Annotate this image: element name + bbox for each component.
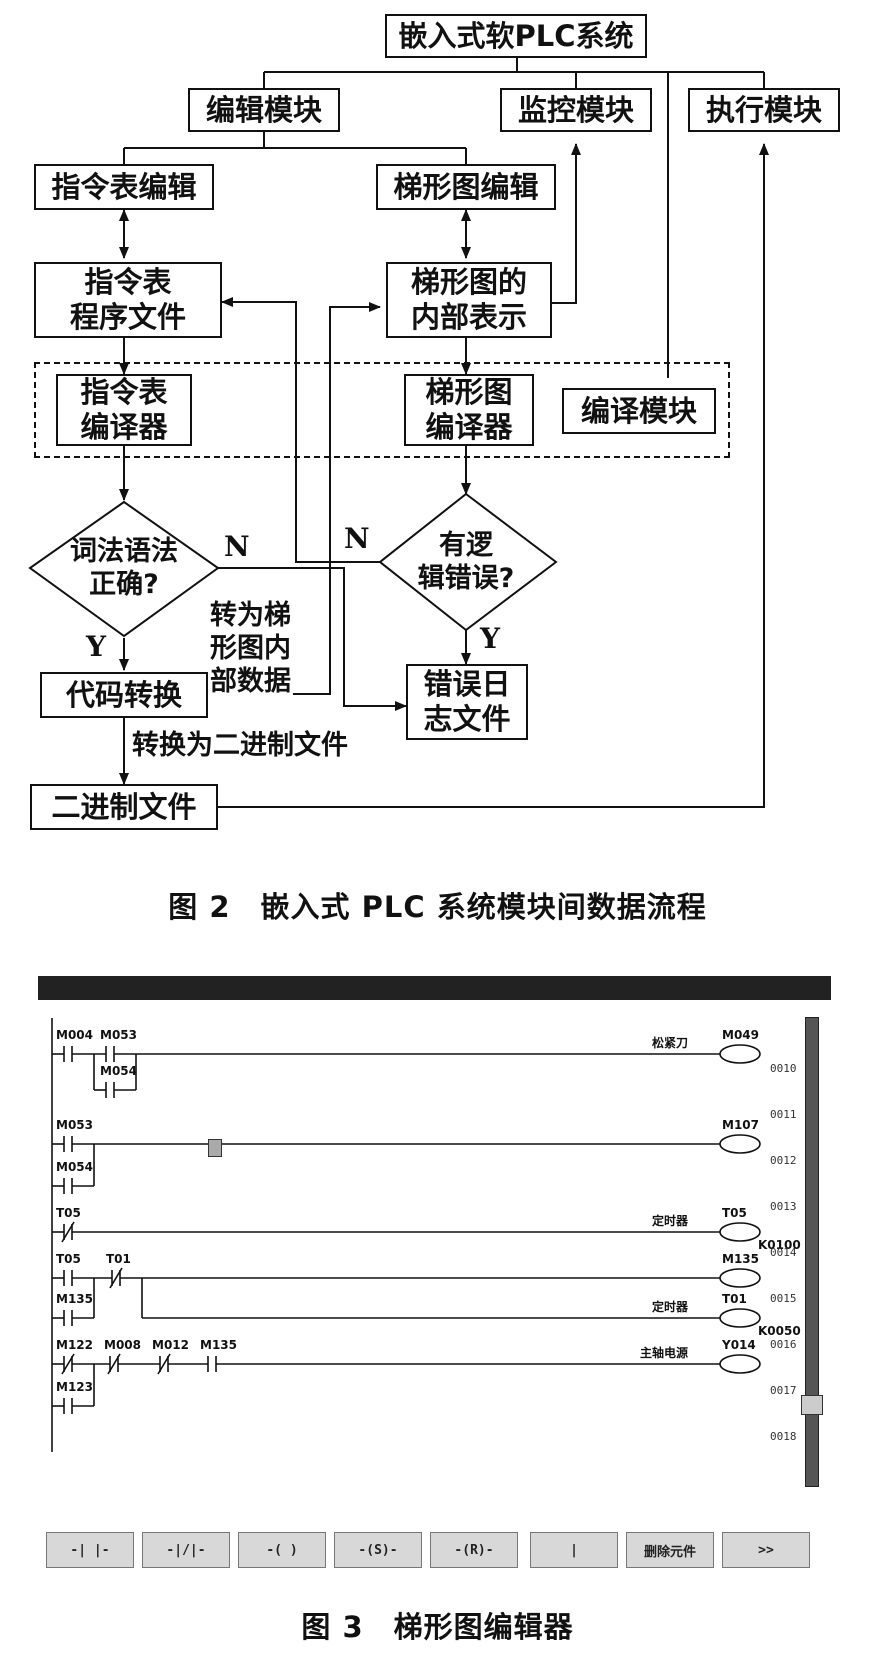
compile-group-dashed-frame [34,362,730,458]
node-il-program-file: 指令表 程序文件 [34,262,222,338]
vertical-scrollbar[interactable] [805,1017,819,1487]
contact-label: M122 [56,1338,93,1352]
label-n-logic: N [344,522,370,555]
coil-label: T05 [722,1206,747,1220]
contact-label: M135 [56,1292,93,1306]
coil-label: Y014 [722,1338,756,1352]
contact-label: M012 [152,1338,189,1352]
node-exec-module: 执行模块 [688,88,840,132]
timer-constant: K0100 [758,1238,801,1252]
note-convert-to-ladder-data: 转为梯 形图内 部数据 [208,600,293,699]
root-node-soft-plc-system: 嵌入式软PLC系统 [385,14,647,58]
node-compile-module: 编译模块 [562,388,716,434]
node-ladder-internal-repr: 梯形图的 内部表示 [386,262,552,338]
coil-label: M135 [722,1252,759,1266]
toolbar-set-coil-button[interactable]: -(S)- [334,1532,422,1568]
line-number: 0017 [770,1384,797,1397]
toolbar-delete-element-button[interactable]: 删除元件 [626,1532,714,1568]
toolbar-no-contact-button[interactable]: -| |- [46,1532,134,1568]
editor-title-bar [38,976,831,1000]
line-number: 0011 [770,1108,797,1121]
line-number: 0016 [770,1338,797,1351]
node-il-compiler: 指令表 编译器 [56,374,192,446]
figure-3-caption: 图 3 梯形图编辑器 [301,1610,574,1644]
decision-logic-error: 有逻 辑错误? [417,530,515,594]
node-il-edit: 指令表编辑 [34,164,214,210]
label-y-syntax: Y [86,630,106,663]
contact-label: M004 [56,1028,93,1042]
rung-comment: 定时器 [652,1214,689,1228]
node-ladder-edit: 梯形图编辑 [376,164,556,210]
line-number: 0014 [770,1246,797,1259]
coil-label: M049 [722,1028,759,1042]
contact-label: M008 [104,1338,141,1352]
node-error-log-file: 错误日 志文件 [406,664,528,740]
contact-label: M123 [56,1380,93,1394]
contact-label: T05 [56,1252,81,1266]
node-code-convert: 代码转换 [40,672,208,718]
contact-label: T01 [106,1252,131,1266]
toolbar-coil-button[interactable]: -( ) [238,1532,326,1568]
line-number: 0010 [770,1062,797,1075]
note-convert-to-binary: 转换为二进制文件 [132,730,348,761]
toolbar-nc-contact-button[interactable]: -|/|- [142,1532,230,1568]
contact-label: M053 [100,1028,137,1042]
label-n-syntax: N [224,530,250,563]
rung-comment: 松紧刀 [652,1036,689,1050]
node-monitor-module: 监控模块 [500,88,652,132]
rung-comment: 定时器 [652,1300,689,1314]
line-number: 0013 [770,1200,797,1213]
contact-label: T05 [56,1206,81,1220]
edit-cursor-block[interactable] [208,1139,222,1157]
node-binary-file: 二进制文件 [30,784,218,830]
node-edit-module: 编辑模块 [188,88,340,132]
label-y-logic: Y [480,622,500,655]
line-number: 0018 [770,1430,797,1443]
timer-constant: K0050 [758,1324,801,1338]
toolbar-more-button[interactable]: >> [722,1532,810,1568]
line-number: 0012 [770,1154,797,1167]
figure-2-caption: 图 2 嵌入式 PLC 系统模块间数据流程 [168,890,707,924]
coil-label: T01 [722,1292,747,1306]
decision-syntax-check: 词法语法 正确? [70,536,178,600]
contact-label: M054 [56,1160,93,1174]
node-ladder-compiler: 梯形图 编译器 [404,374,534,446]
contact-label: M135 [200,1338,237,1352]
toolbar-vertical-line-button[interactable]: | [530,1532,618,1568]
coil-label: M107 [722,1118,759,1132]
rung-comment: 主轴电源 [640,1346,689,1360]
line-number: 0015 [770,1292,797,1305]
contact-label: M054 [100,1064,137,1078]
toolbar-reset-coil-button[interactable]: -(R)- [430,1532,518,1568]
scrollbar-thumb[interactable] [801,1395,823,1415]
contact-label: M053 [56,1118,93,1132]
